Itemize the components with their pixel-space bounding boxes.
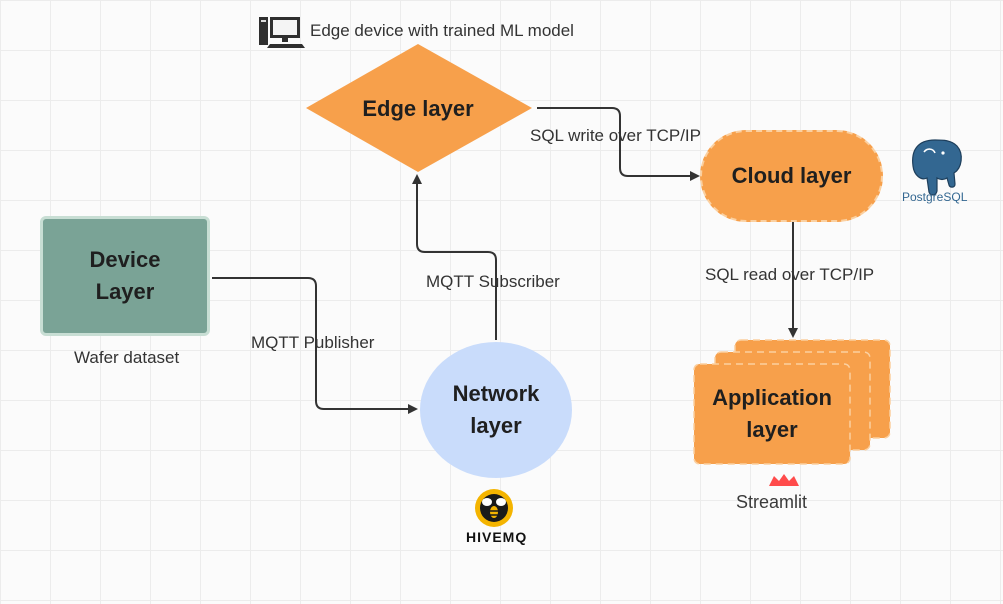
application-layer-node: Application layer: [712, 385, 832, 442]
arrow-network-to-edge: [412, 174, 497, 340]
sql-read-label: SQL read over TCP/IP: [705, 265, 875, 284]
wafer-dataset-label: Wafer dataset: [74, 348, 180, 367]
streamlit-logo-icon: [769, 474, 799, 486]
arrow-device-to-network: [212, 277, 418, 414]
sql-write-label: SQL write over TCP/IP: [530, 126, 701, 145]
edge-layer-node: Edge layer: [362, 96, 474, 122]
postgresql-elephant-icon: [912, 139, 962, 196]
hivemq-bee-icon: [475, 489, 513, 527]
arrow-edge-to-cloud: [537, 107, 700, 181]
mqtt-subscriber-label: MQTT Subscriber: [426, 272, 560, 291]
application-card-front: [693, 363, 851, 465]
postgresql-logo-text: PostgreSQL: [902, 190, 968, 204]
edge-layer-shape: [306, 44, 532, 172]
edge-device-caption: Edge device with trained ML model: [310, 21, 574, 40]
mqtt-publisher-label: MQTT Publisher: [251, 333, 375, 352]
hivemq-logo-text: HIVEMQ: [466, 529, 528, 545]
computer-icon: [259, 17, 305, 48]
streamlit-logo-text: Streamlit: [736, 492, 808, 512]
device-layer-node: Device Layer: [40, 216, 210, 336]
cloud-layer-node: Cloud layer: [700, 130, 883, 222]
network-layer-node: Network layer: [420, 342, 572, 478]
